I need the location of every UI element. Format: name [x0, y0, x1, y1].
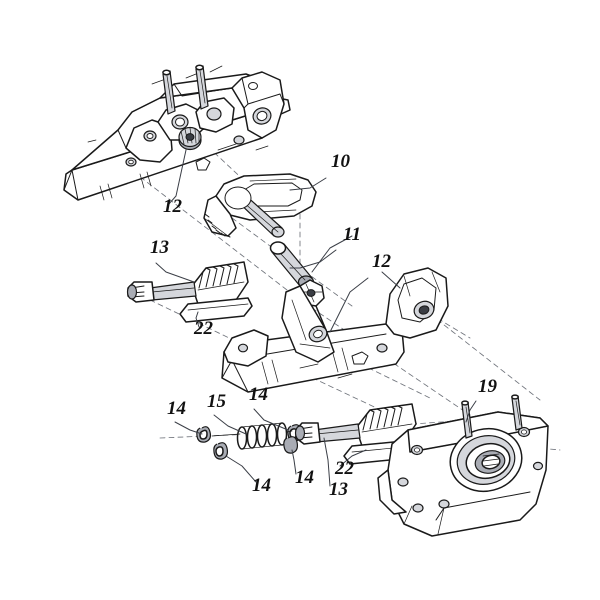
rail-hole-right — [376, 343, 388, 353]
rail-lug — [351, 351, 369, 365]
callout-12-right: 12 — [372, 251, 392, 272]
callout-14-b: 14 — [249, 384, 268, 405]
callout-leader-lines — [155, 149, 477, 487]
valve-body-right-boss — [231, 71, 285, 139]
callout-19: 19 — [478, 376, 498, 397]
callout-22-upper: 22 — [193, 318, 214, 339]
cover-hole-bl1 — [412, 503, 424, 513]
callout-15: 15 — [207, 391, 227, 412]
callout-11: 11 — [343, 224, 361, 245]
left-pad-hole — [237, 343, 249, 353]
deck-hole-right — [233, 135, 245, 145]
rod-end-upper — [269, 241, 287, 255]
retaining-clip-a — [196, 426, 212, 443]
upright-dowel-pin-right — [195, 64, 209, 110]
cover-plate-left-foot — [377, 469, 407, 515]
end-cover-plate — [377, 394, 549, 537]
retaining-clip-b — [213, 442, 229, 460]
coil-spring-15 — [236, 422, 288, 450]
deck-lug — [195, 157, 211, 171]
upper-valve-body-housing — [63, 64, 291, 201]
rack-teeth-upper — [197, 263, 245, 291]
spring-and-clips-group — [196, 422, 303, 460]
bearing-bore — [449, 427, 523, 493]
rack-head-lower — [294, 422, 321, 445]
callout-13-left: 13 — [150, 237, 169, 258]
callout-22-lower: 22 — [334, 458, 355, 479]
callout-14-d: 14 — [295, 467, 314, 488]
rack-piston-13-upper — [126, 261, 253, 323]
center-housing-web — [281, 285, 335, 363]
sector-gear-teeth — [203, 195, 237, 238]
callout-13-bottom: 13 — [329, 479, 348, 500]
rack-shim-plate-22-upper — [179, 297, 253, 323]
dowel-pin-19-right — [511, 394, 523, 431]
valve-bore-right-inner — [206, 107, 222, 121]
adjuster-nut-12 — [178, 126, 202, 151]
callout-labels: 10 11 12 12 13 13 14 14 14 14 15 19 22 2… — [150, 151, 498, 500]
callout-14-c: 14 — [252, 475, 271, 496]
rack-head-upper — [126, 281, 155, 303]
center-gear-housing — [221, 267, 449, 393]
upright-dowel-pin-left — [162, 69, 176, 115]
cover-hole-ml — [397, 477, 409, 487]
callout-12-top: 12 — [163, 196, 183, 217]
callout-10: 10 — [331, 151, 351, 172]
cover-hole-br — [532, 461, 544, 471]
shaft-collar — [224, 186, 252, 210]
retaining-clip-d — [283, 436, 299, 454]
boss-hole-top-right — [248, 82, 258, 90]
rack-teeth-lower — [361, 405, 413, 433]
selector-lever-arm-10 — [203, 173, 317, 238]
cover-hole-bl2 — [438, 499, 450, 509]
callout-14-a: 14 — [167, 398, 186, 419]
